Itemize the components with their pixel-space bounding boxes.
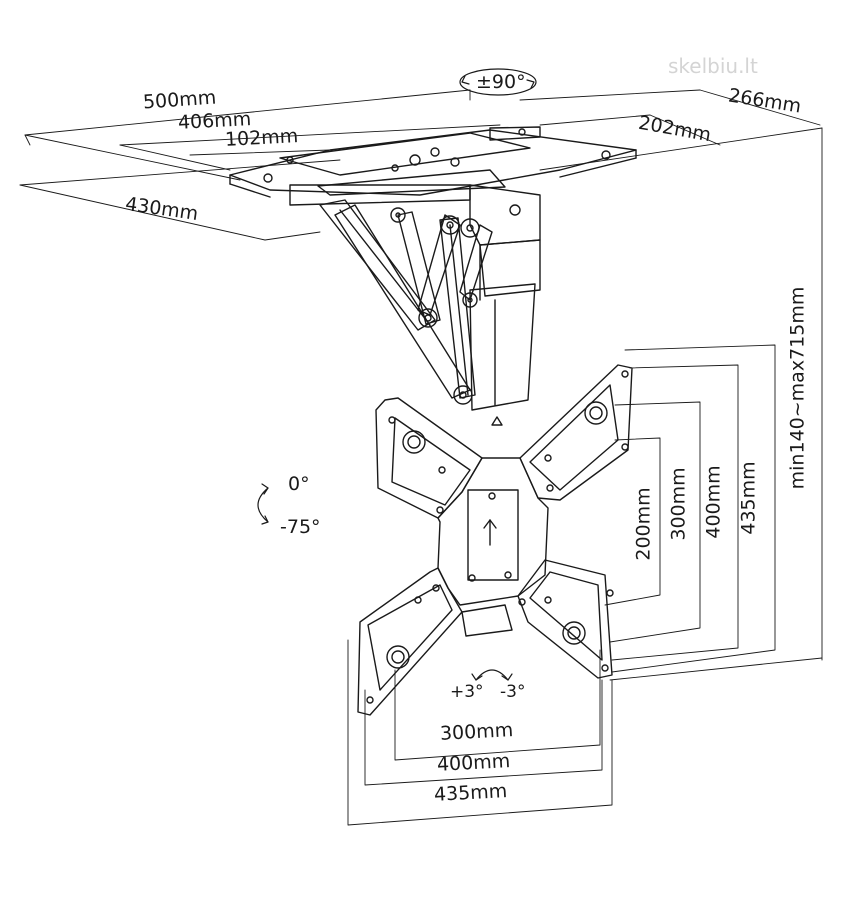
tilt-bottom-label: -75° — [280, 516, 321, 538]
dim-vesa-horizontal-400: 400mm — [436, 750, 511, 776]
level-arrow — [471, 669, 513, 681]
ceiling-plate — [229, 126, 637, 198]
dim-vesa-vertical-300: 300mm — [667, 467, 690, 541]
dim-mount-height: min140~max715mm — [786, 286, 809, 490]
watermark-text: skelbiu.lt — [668, 54, 758, 78]
vesa-x-plate — [357, 364, 633, 716]
swivel-arrow — [459, 68, 537, 96]
level-minus-label: -3° — [500, 682, 526, 702]
dim-vesa-vertical-400: 400mm — [702, 465, 725, 539]
tilt-top-label: 0° — [288, 473, 310, 495]
scissor-arms — [319, 199, 493, 399]
dimension-lines — [19, 89, 823, 826]
dim-vesa-vertical-200: 200mm — [632, 487, 655, 561]
tilt-arrow — [257, 483, 269, 525]
dim-500mm: 500mm — [142, 86, 217, 114]
level-plus-label: +3° — [450, 682, 484, 702]
dim-102mm: 102mm — [224, 125, 299, 151]
pivot-joints — [390, 204, 521, 405]
dim-vesa-vertical-435: 435mm — [737, 461, 760, 535]
dim-vesa-horizontal-300: 300mm — [439, 719, 514, 745]
swivel-angle-label: ±90° — [476, 71, 526, 93]
dim-vesa-horizontal-435: 435mm — [433, 780, 508, 806]
